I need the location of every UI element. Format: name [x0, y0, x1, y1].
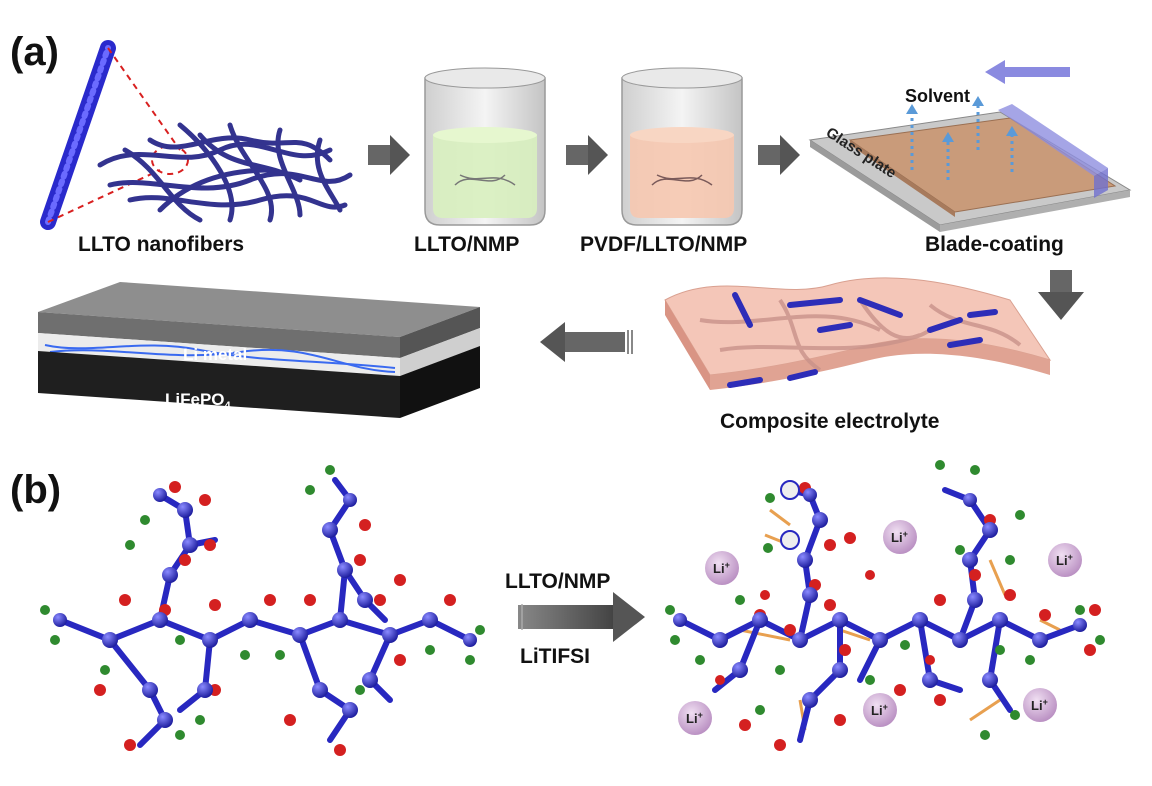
- process-arrow-left: [540, 322, 633, 362]
- li-ion-1: Li+: [705, 551, 739, 585]
- li-ion-6: Li+: [1023, 688, 1057, 722]
- blade-direction-arrow: [985, 60, 1070, 84]
- svg-text:Li+: Li+: [686, 710, 703, 726]
- process-arrow-3: [758, 135, 800, 175]
- process-arrow-1: [368, 135, 410, 175]
- nanofiber-mesh: [97, 122, 353, 223]
- li-ion-4: Li+: [678, 701, 712, 735]
- reaction-arrow: [518, 592, 645, 642]
- beaker-llto-nmp: [424, 67, 546, 226]
- nanofiber-rod: [40, 40, 116, 230]
- caption-blade-coating: Blade-coating: [925, 233, 1064, 256]
- beaker-pvdf-llto-nmp: [621, 67, 743, 226]
- reaction-reagent-top: LLTO/NMP: [505, 570, 611, 593]
- process-arrow-2: [566, 135, 608, 175]
- molecule-pvdf: [40, 465, 485, 756]
- molecule-pvdf-li: [665, 460, 1105, 751]
- li-ion-2: Li+: [883, 520, 917, 554]
- process-arrow-down: [1038, 270, 1084, 320]
- svg-text:Li+: Li+: [713, 560, 730, 576]
- panel-label-a: (a): [10, 30, 59, 74]
- solvent-arrows: [910, 104, 1014, 180]
- li-ion-3: Li+: [1048, 543, 1082, 577]
- composite-electrolyte-film: [664, 277, 1052, 390]
- svg-text:Li+: Li+: [891, 529, 908, 545]
- panel-label-b: (b): [10, 468, 62, 512]
- reaction-reagent-bottom: LiTIFSI: [520, 645, 590, 668]
- caption-llto-nanofibers: LLTO nanofibers: [78, 233, 245, 256]
- blade-coating-plate: [808, 104, 1132, 232]
- battery-stack: [38, 282, 480, 418]
- svg-text:Li+: Li+: [1031, 697, 1048, 713]
- svg-text:Li+: Li+: [871, 702, 888, 718]
- battery-top-layer: Li metal: [183, 345, 247, 364]
- caption-composite-electrolyte: Composite electrolyte: [720, 410, 940, 433]
- battery-bottom-layer: LiFePO4: [165, 390, 232, 412]
- caption-llto-nmp: LLTO/NMP: [414, 233, 520, 256]
- label-solvent: Solvent: [905, 86, 971, 106]
- li-ion-5: Li+: [863, 693, 897, 727]
- caption-pvdf-llto-nmp: PVDF/LLTO/NMP: [580, 233, 748, 256]
- svg-text:Li+: Li+: [1056, 552, 1073, 568]
- zoom-lines: [47, 47, 189, 223]
- solvent-arrowheads: [906, 96, 1018, 142]
